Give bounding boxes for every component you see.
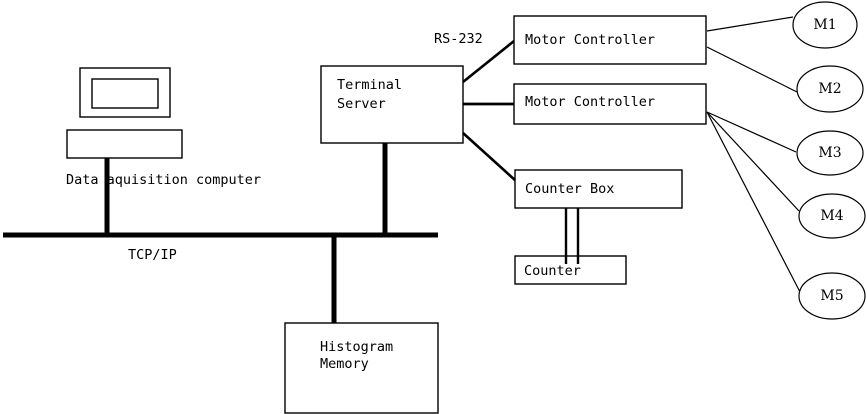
link-motor-controller-2-to-m4 [706, 111, 800, 212]
workstation-screen-outline [91, 78, 159, 109]
link-motor-controller-1-to-m1 [706, 16, 794, 32]
histogram-memory-label-line2: Memory [320, 356, 369, 372]
motor-m5-label: M5 [820, 288, 844, 304]
motor-controller-1-box [513, 15, 707, 65]
motor-controller-2-label: Motor Controller [525, 94, 656, 110]
motor-m4-ellipse [798, 193, 866, 239]
histogram-memory-box [284, 322, 439, 414]
motor-m1-ellipse [792, 1, 858, 49]
workstation-caption: Data aquisition computer [66, 172, 262, 188]
rs232-link-label: RS-232 [434, 31, 483, 47]
motor-m2-label: M2 [818, 81, 842, 97]
link-motor-controller-2-to-m5 [706, 111, 801, 293]
link-motor-controller-1-to-m2 [706, 46, 798, 93]
motor-m3-ellipse [796, 130, 864, 176]
motor-controller-1-label: Motor Controller [525, 32, 656, 48]
motor-controller-2-box [513, 83, 707, 125]
histogram-memory-label-line1: Histogram [320, 339, 394, 355]
terminal-server-label-line2: Server [337, 96, 386, 112]
counter-box-rect [514, 169, 683, 209]
terminal-server-label-line1: Terminal [337, 77, 403, 93]
motor-m3-label: M3 [818, 145, 842, 161]
workstation-chassis-outline [66, 129, 183, 159]
link-terminal-server-to-counter-box [462, 132, 517, 182]
motor-m4-label: M4 [820, 208, 844, 224]
counter-rect [514, 255, 627, 285]
motor-m2-ellipse [796, 65, 864, 113]
link-terminal-server-to-motor-controller-1 [462, 39, 515, 84]
motor-m5-ellipse [798, 272, 866, 320]
counter-box-label: Counter Box [525, 181, 615, 197]
tcpip-bus-label: TCP/IP [128, 247, 177, 263]
link-motor-controller-2-to-m3 [706, 111, 797, 153]
counter-label: Counter [524, 263, 581, 279]
motor-m1-label: M1 [813, 17, 837, 33]
terminal-server-box [320, 65, 464, 144]
